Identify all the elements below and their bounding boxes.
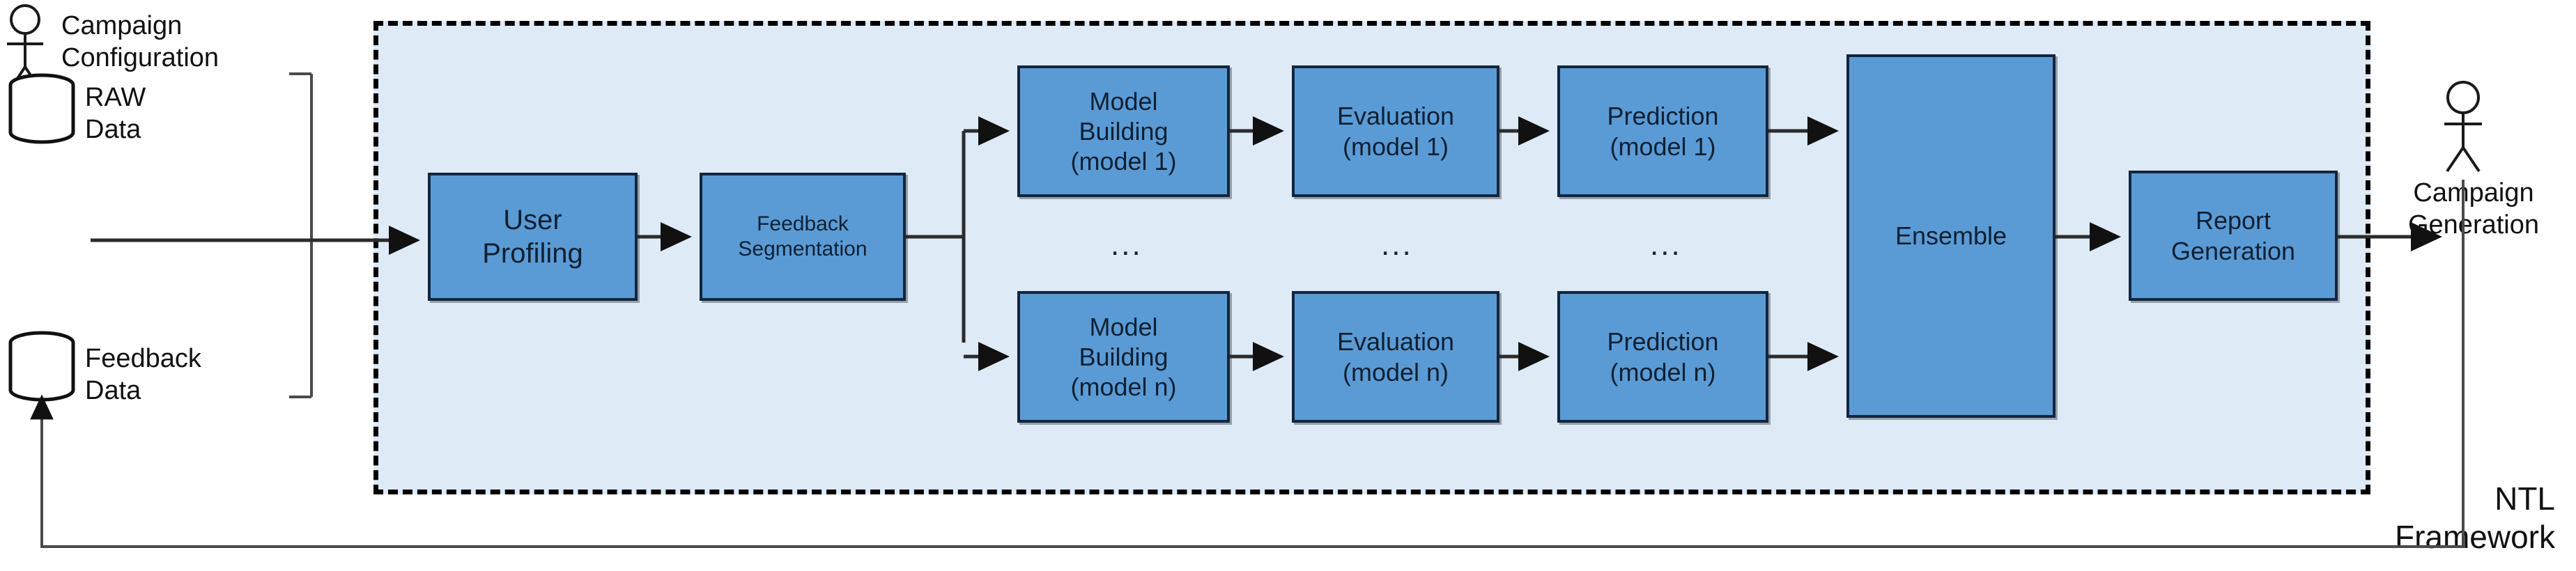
ellipsis-evaluation: ... (1381, 228, 1413, 262)
node-evaluation-1[interactable]: Evaluation (model 1) (1292, 65, 1499, 197)
ellipsis-prediction: ... (1650, 228, 1682, 262)
ellipsis-model-building: ... (1111, 228, 1143, 262)
node-report-generation[interactable]: Report Generation (2129, 171, 2338, 301)
node-prediction-1[interactable]: Prediction (model 1) (1557, 65, 1768, 197)
node-model-building-n[interactable]: Model Building (model n) (1017, 291, 1230, 423)
node-user-profiling[interactable]: User Profiling (428, 173, 638, 301)
node-feedback-segmentation[interactable]: Feedback Segmentation (700, 173, 906, 301)
node-prediction-n[interactable]: Prediction (model n) (1557, 291, 1768, 423)
node-evaluation-n[interactable]: Evaluation (model n) (1292, 291, 1499, 423)
ntl-framework-label: NTL Framework (2394, 480, 2555, 555)
datastore-raw-data-label: RAW Data (85, 83, 146, 144)
node-model-building-1[interactable]: Model Building (model 1) (1017, 65, 1230, 197)
input-group-bracket (289, 72, 313, 398)
datastore-feedback-data-label: Feedback Data (85, 344, 201, 405)
actor-campaign-generation-label: Campaign Generation (2407, 178, 2539, 240)
node-ensemble[interactable]: Ensemble (1846, 54, 2056, 418)
actor-campaign-configuration-label: Campaign Configuration (61, 11, 219, 72)
